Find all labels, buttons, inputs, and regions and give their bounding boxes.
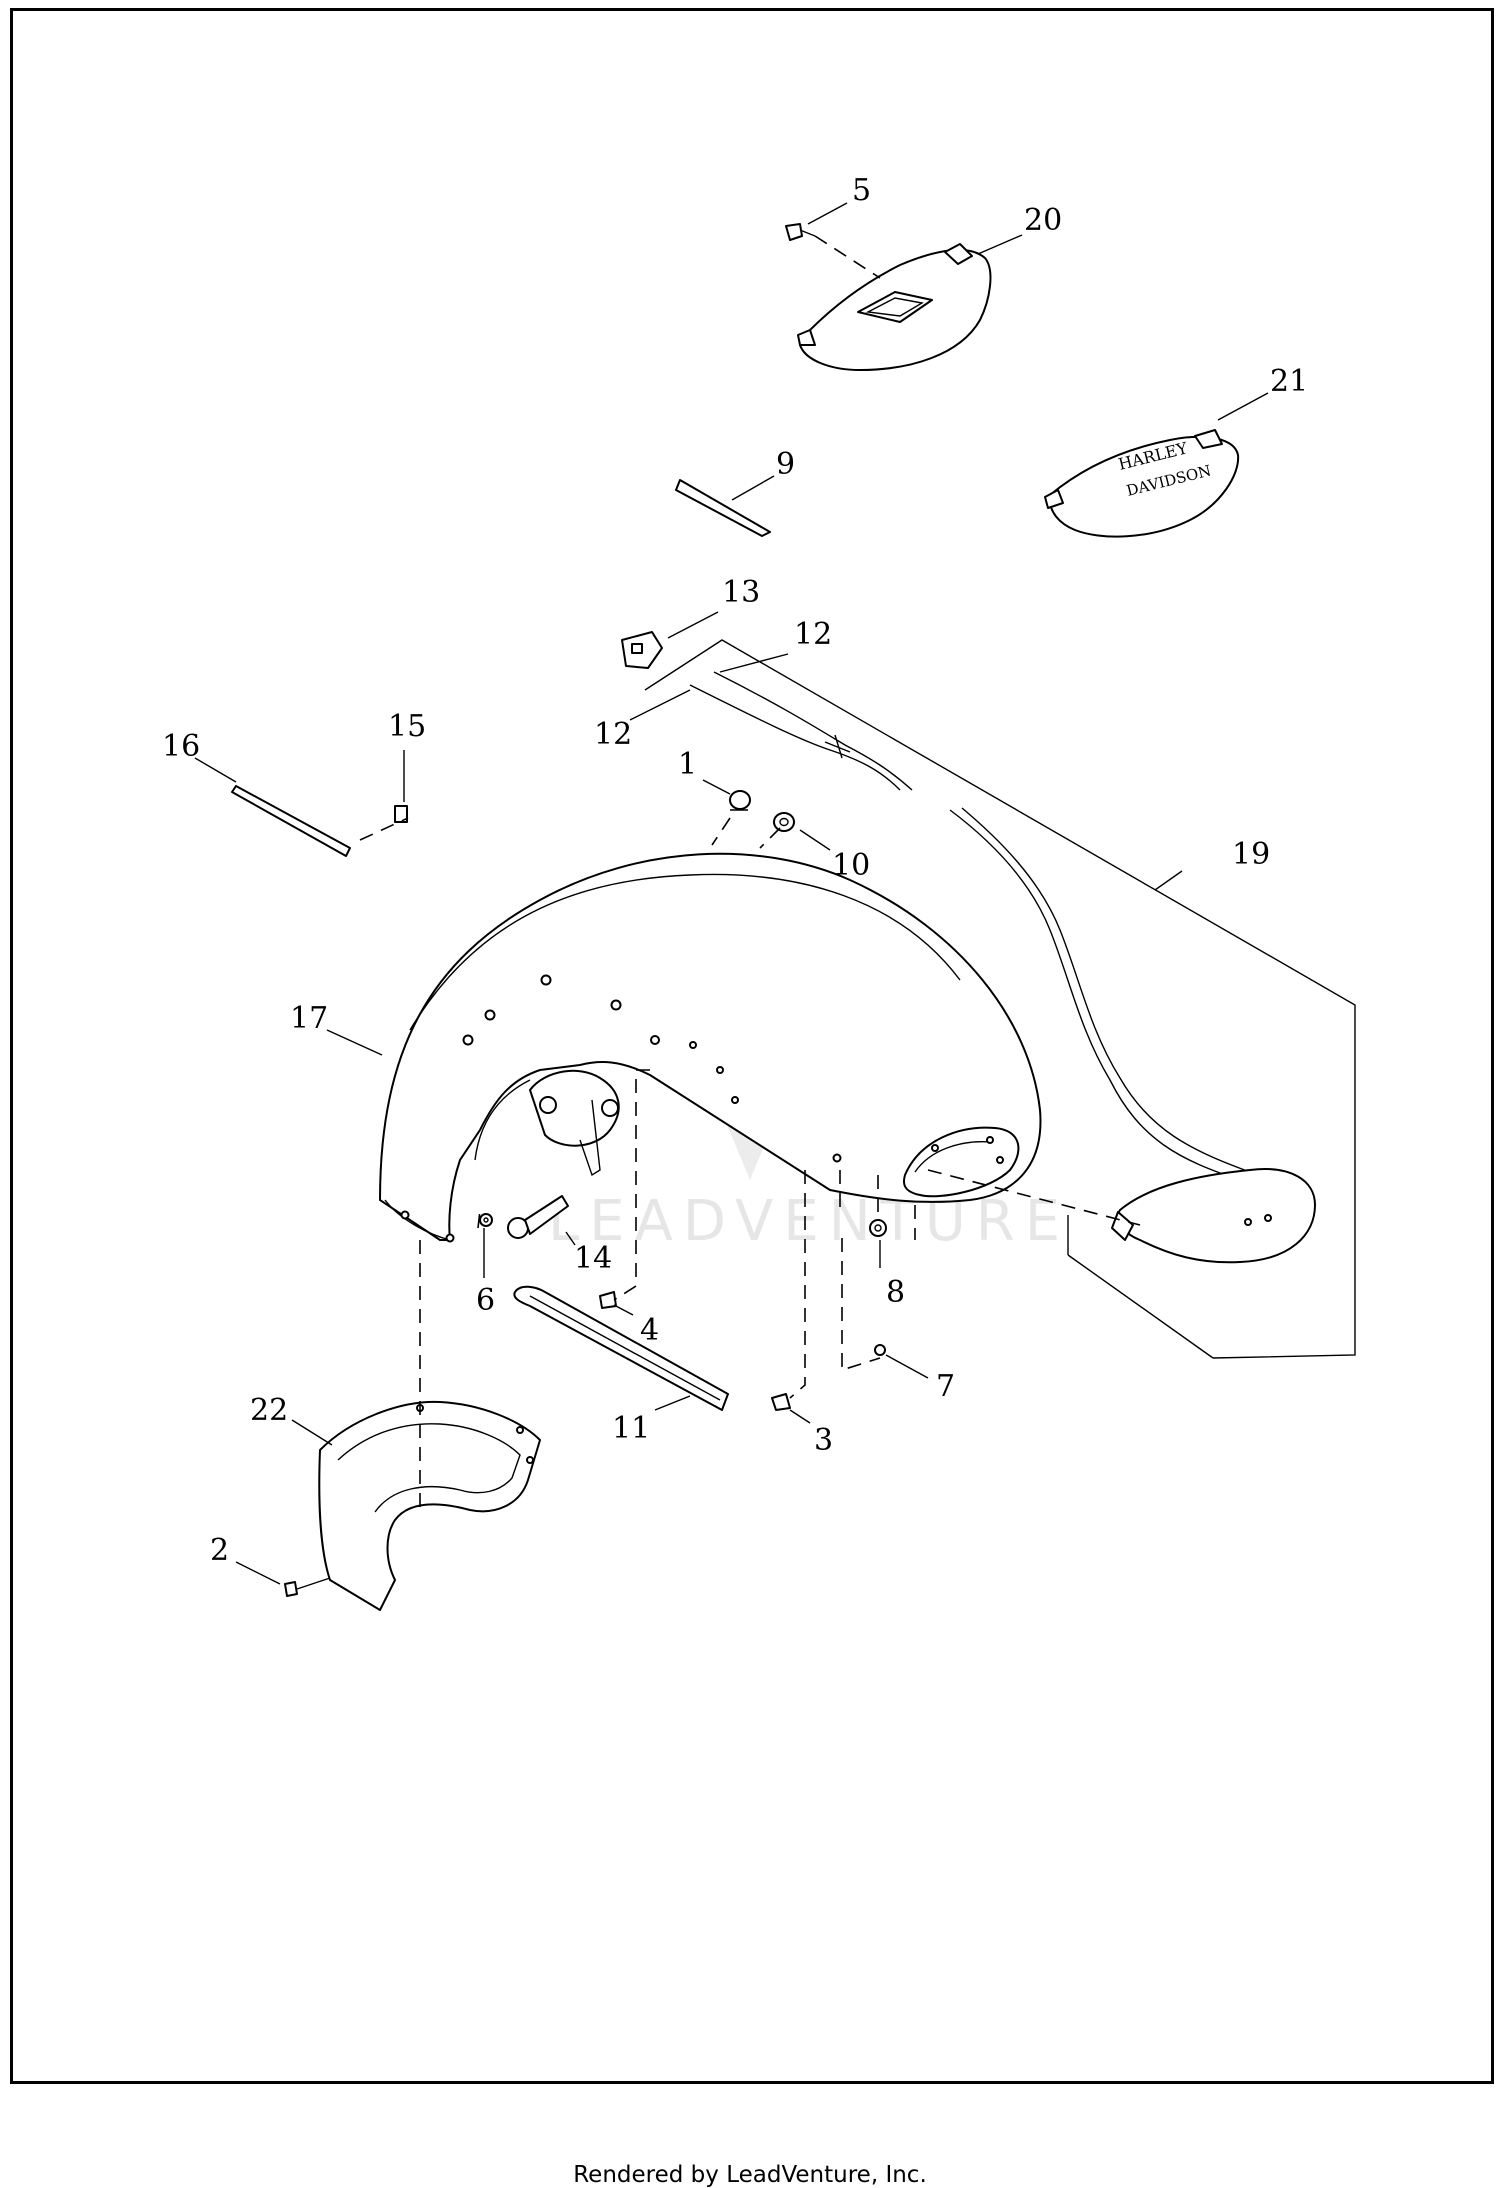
callout-22: 22 bbox=[250, 1393, 288, 1428]
part-2-screw bbox=[284, 1577, 331, 1597]
part-6-nut bbox=[479, 1213, 493, 1227]
callout-11: 11 bbox=[612, 1411, 650, 1446]
part-14-bolt bbox=[507, 1195, 569, 1239]
part-1-grommet bbox=[729, 790, 751, 811]
callout-13: 13 bbox=[722, 575, 760, 610]
part-9-trim-strip bbox=[675, 479, 771, 537]
callout-19: 19 bbox=[1232, 837, 1270, 872]
callout-5: 5 bbox=[852, 173, 871, 208]
diagram-frame bbox=[10, 8, 1494, 2084]
part-tail-lamp-base bbox=[1111, 1168, 1316, 1264]
part-15-clip bbox=[394, 805, 408, 823]
callout-numbers: 5 20 21 9 13 12 12 16 15 1 10 19 17 14 6… bbox=[162, 173, 1308, 1568]
part-22-extension bbox=[318, 1400, 541, 1611]
part-3-screw bbox=[771, 1393, 791, 1411]
callout-12-lower: 12 bbox=[594, 717, 632, 752]
part-7-nut bbox=[874, 1344, 886, 1356]
callout-8: 8 bbox=[886, 1275, 905, 1310]
part-20-fender-tip bbox=[797, 243, 992, 371]
callout-12-upper: 12 bbox=[794, 617, 832, 652]
callout-3: 3 bbox=[814, 1423, 833, 1458]
part-8-nut bbox=[869, 1219, 887, 1237]
footer-credit: Rendered by LeadVenture, Inc. bbox=[573, 2162, 927, 2188]
callout-16: 16 bbox=[162, 729, 200, 764]
callout-2: 2 bbox=[210, 1533, 229, 1568]
part-19-harness-panel bbox=[644, 639, 1356, 1359]
callout-21: 21 bbox=[1270, 364, 1308, 399]
callout-15: 15 bbox=[388, 709, 426, 744]
part-17-rear-fender bbox=[379, 852, 1042, 1243]
part-10-grommet bbox=[773, 812, 795, 832]
part-21-script-tip: HARLEY DAVIDSON bbox=[1044, 429, 1240, 538]
fender-mount-holes bbox=[400, 974, 842, 1243]
callout-9: 9 bbox=[776, 447, 795, 482]
part-13-connector bbox=[621, 631, 663, 669]
callout-4: 4 bbox=[640, 1313, 659, 1348]
callout-20: 20 bbox=[1024, 203, 1062, 238]
callout-1: 1 bbox=[678, 747, 697, 782]
callout-10: 10 bbox=[832, 848, 870, 883]
assembly-lines bbox=[359, 235, 1141, 1515]
callout-14: 14 bbox=[574, 1241, 612, 1276]
callout-17: 17 bbox=[290, 1001, 328, 1036]
callout-7: 7 bbox=[936, 1369, 955, 1404]
leader-lines bbox=[194, 202, 1269, 1585]
part-4-screw bbox=[599, 1291, 617, 1309]
callout-6: 6 bbox=[476, 1283, 495, 1318]
part-11-brace bbox=[513, 1285, 729, 1411]
part-5-screw bbox=[785, 223, 816, 241]
part-16-trim bbox=[231, 785, 351, 857]
watermark-text: LEADVENTURE bbox=[548, 1189, 1070, 1254]
